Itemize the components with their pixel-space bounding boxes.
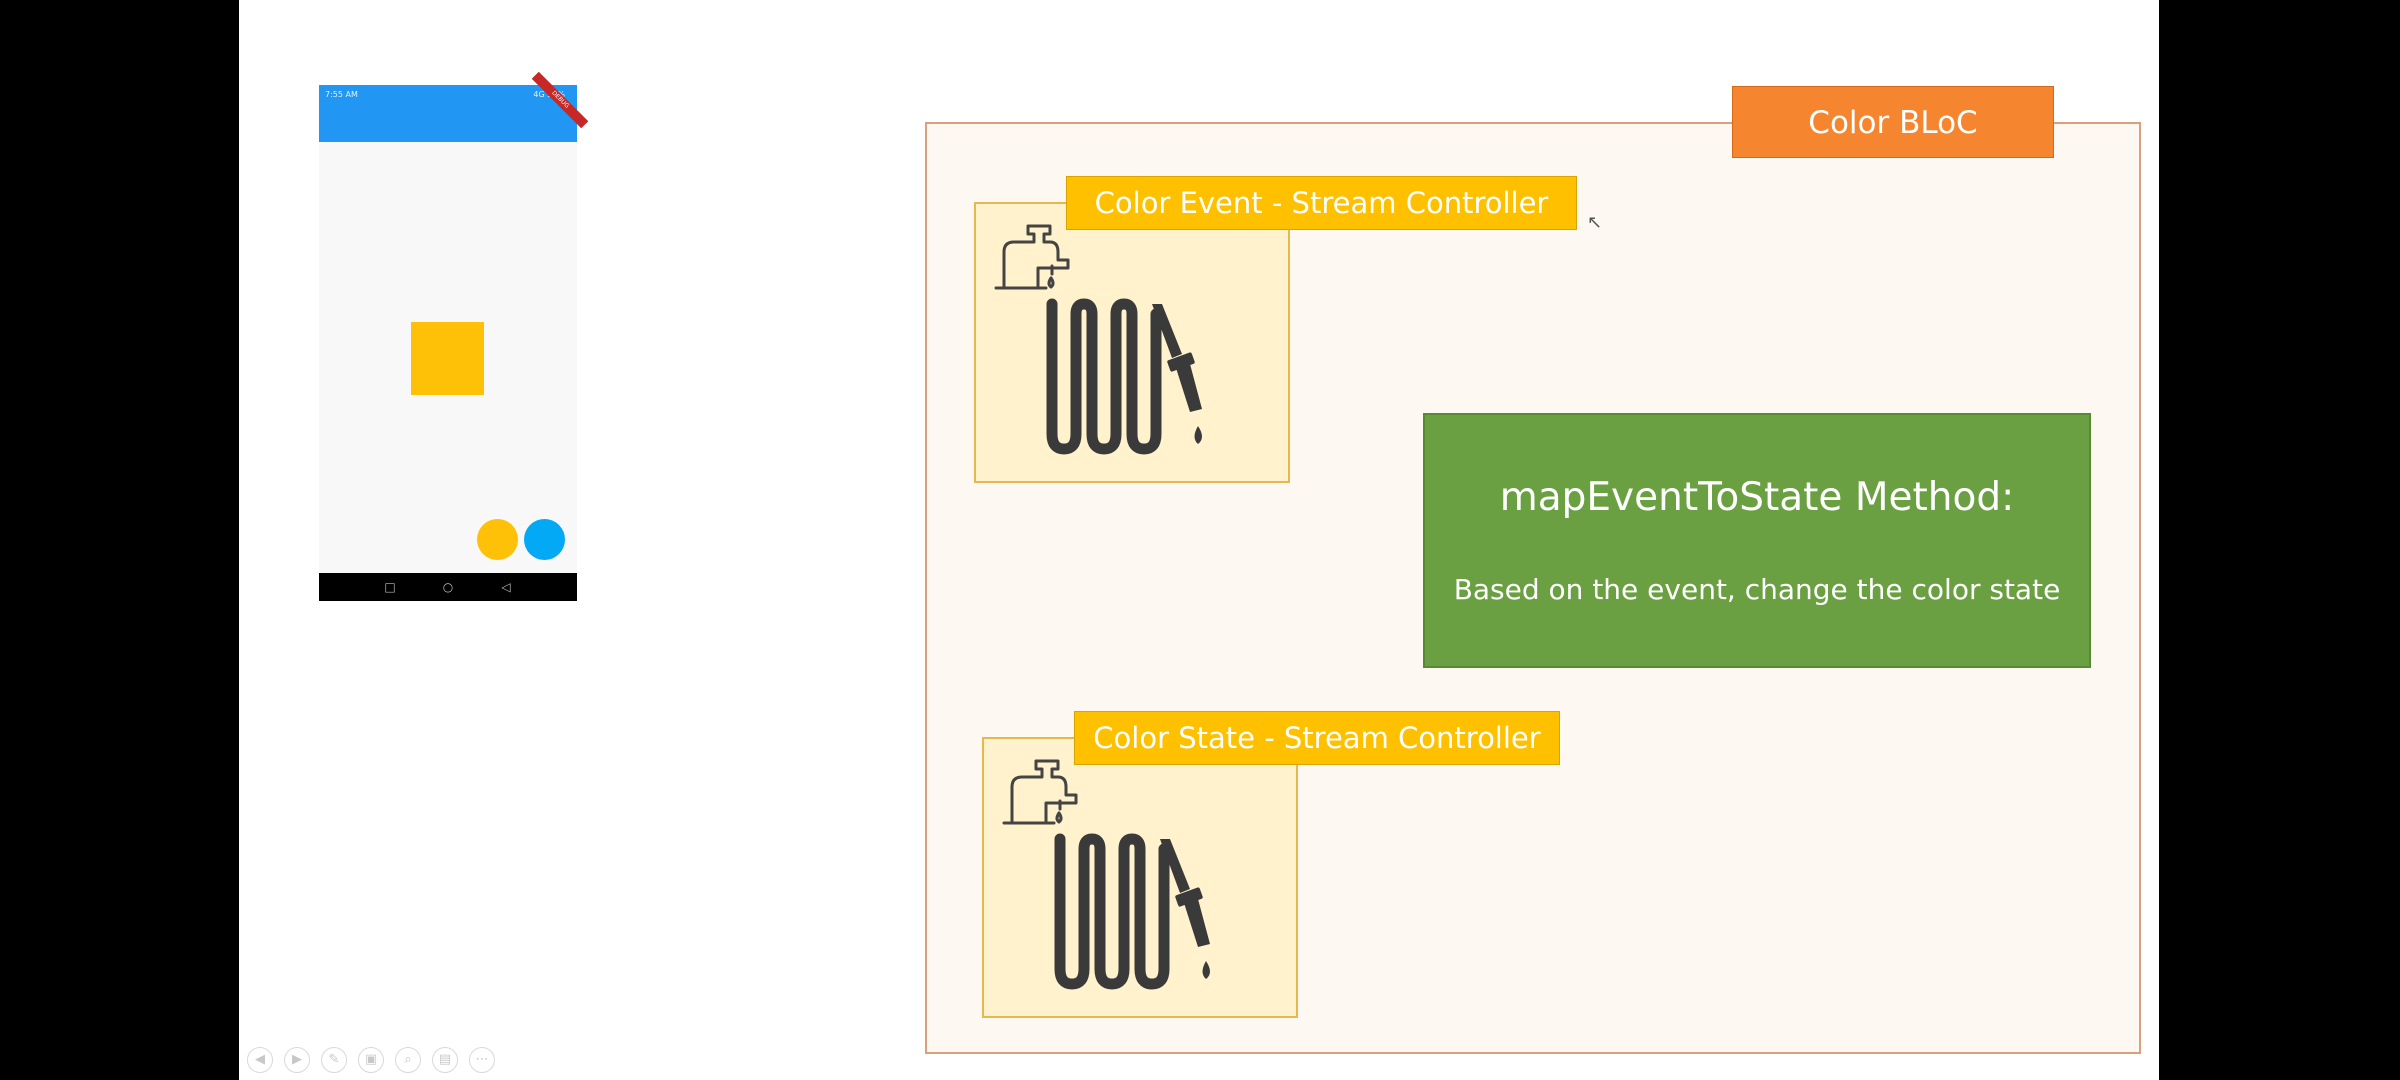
recent-apps-icon[interactable]: □ — [384, 580, 396, 594]
map-event-to-state-box: mapEventToState Method: Based on the eve… — [1423, 413, 2091, 668]
event-stream-box — [974, 202, 1290, 483]
phone-preview: 7:55 AM 4G 37% DEBUG □ ○ ◁ — [319, 71, 589, 601]
phone-app-bar — [319, 105, 577, 142]
next-icon[interactable]: ▶ — [284, 1047, 310, 1073]
phone-nav-bar: □ ○ ◁ — [319, 573, 577, 601]
state-stream-box — [982, 737, 1298, 1018]
mouse-cursor-icon: ↖ — [1587, 212, 1603, 233]
blue-fab-button[interactable] — [524, 519, 565, 560]
zoom-icon[interactable]: ⌕ — [395, 1047, 421, 1073]
yellow-fab-button[interactable] — [477, 519, 518, 560]
method-description: Based on the event, change the color sta… — [1453, 573, 2061, 606]
bloc-title: Color BLoC — [1732, 86, 2054, 158]
event-stream-label: Color Event - Stream Controller — [1066, 176, 1577, 230]
more-icon[interactable]: ⋯ — [469, 1047, 495, 1073]
back-icon[interactable]: ◁ — [501, 580, 511, 594]
state-stream-label: Color State - Stream Controller — [1074, 711, 1560, 765]
prev-icon[interactable]: ◀ — [247, 1047, 273, 1073]
slides-icon[interactable]: ▣ — [358, 1047, 384, 1073]
color-square — [411, 322, 484, 395]
faucet-hose-icon — [994, 224, 1202, 455]
pen-icon[interactable]: ✎ — [321, 1047, 347, 1073]
subtitles-icon[interactable]: ▤ — [432, 1047, 458, 1073]
home-icon[interactable]: ○ — [442, 580, 454, 594]
status-time: 7:55 AM — [325, 90, 358, 99]
method-title: mapEventToState Method: — [1499, 475, 2015, 520]
slide: 7:55 AM 4G 37% DEBUG □ ○ ◁ Color BLoC — [239, 0, 2159, 1080]
slideshow-toolbar: ◀ ▶ ✎ ▣ ⌕ ▤ ⋯ — [247, 1047, 495, 1075]
faucet-hose-icon — [1002, 759, 1210, 990]
phone-status-bar: 7:55 AM 4G 37% — [319, 85, 577, 105]
